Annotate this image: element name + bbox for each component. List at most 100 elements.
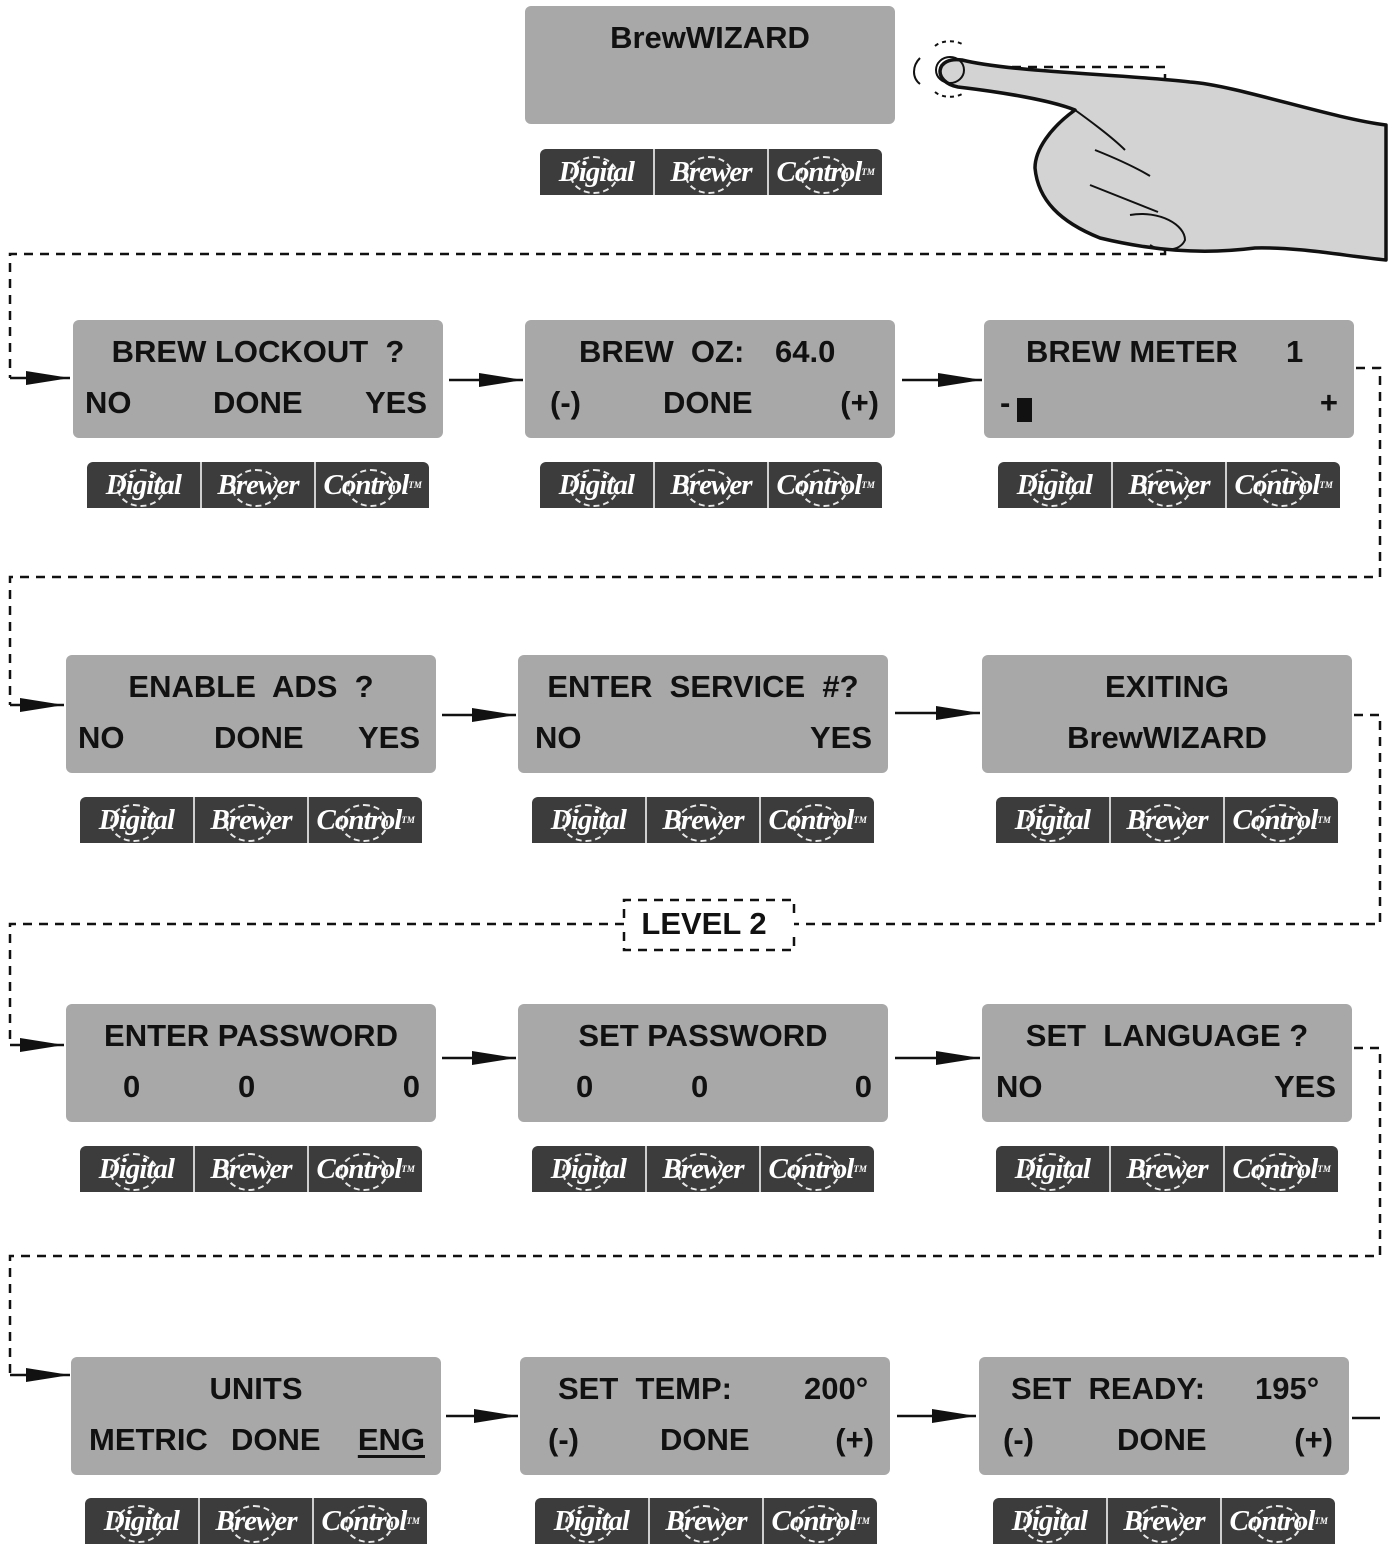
digital-key[interactable]: Digital <box>85 1498 200 1544</box>
screen-line1-text: EXITING <box>1104 669 1229 704</box>
screen-line1: BREW OZ:64.0 <box>525 332 895 372</box>
key-touch-circle-icon <box>115 1505 164 1543</box>
screen-option-center: DONE <box>660 1422 750 1457</box>
screen-option-center: DONE <box>214 720 304 755</box>
key-label: Control <box>1232 1152 1318 1185</box>
screen-line2: (-)DONE(+) <box>520 1420 890 1460</box>
digital-key[interactable]: Digital <box>996 797 1111 843</box>
key-touch-circle-icon <box>791 1153 840 1191</box>
trademark-mark: TM <box>853 1164 867 1174</box>
digital-key[interactable]: Digital <box>532 797 647 843</box>
digital-key[interactable]: Digital <box>80 1146 195 1192</box>
brewer-key[interactable]: Brewer <box>647 797 762 843</box>
screen-option-right: (+) <box>840 385 879 420</box>
key-label: Digital <box>550 803 627 836</box>
key-touch-circle-icon <box>110 804 159 842</box>
screen-option-left: (-) <box>1003 1422 1034 1457</box>
key-label: Brewer <box>217 468 300 501</box>
key-label: Digital <box>1014 803 1091 836</box>
key-touch-circle-icon <box>677 804 725 842</box>
screen-line1: BREW LOCKOUT ? <box>73 332 443 372</box>
brewer-key[interactable]: Brewer <box>200 1498 315 1544</box>
screen-line1-part: BREW OZ: <box>579 334 745 369</box>
digital-key[interactable]: Digital <box>996 1146 1111 1192</box>
screen-line1-part: 1 <box>1286 334 1304 369</box>
screen-line1-part: 200° <box>804 1371 869 1406</box>
key-label: Brewer <box>1126 803 1209 836</box>
digital-key[interactable]: Digital <box>993 1498 1108 1544</box>
screen-option-center: 0 <box>691 1069 709 1104</box>
key-touch-circle-icon <box>562 1153 611 1191</box>
key-label: Control <box>768 1152 854 1185</box>
brewer-key[interactable]: Brewer <box>1111 1146 1226 1192</box>
screen-option-right: (+) <box>1294 1422 1333 1457</box>
brewer-key[interactable]: Brewer <box>650 1498 765 1544</box>
key-label: Control <box>776 468 862 501</box>
key-label: Control <box>1229 1504 1315 1537</box>
digital-key[interactable]: Digital <box>998 462 1113 508</box>
brewer-key[interactable]: Brewer <box>195 1146 310 1192</box>
brewer-key[interactable]: Brewer <box>655 462 770 508</box>
digital-key[interactable]: Digital <box>80 797 195 843</box>
brewer-key[interactable]: Brewer <box>202 462 317 508</box>
key-label: Control <box>771 1504 857 1537</box>
key-label: Control <box>321 1504 407 1537</box>
brewer-key[interactable]: Brewer <box>1111 797 1226 843</box>
key-touch-circle-icon <box>1252 1505 1301 1543</box>
key-touch-circle-icon <box>799 469 848 507</box>
digital-key[interactable]: Digital <box>532 1146 647 1192</box>
key-label: Brewer <box>215 1504 298 1537</box>
brewer-key[interactable]: Brewer <box>1113 462 1228 508</box>
trademark-mark: TM <box>406 1516 420 1526</box>
key-touch-circle-icon <box>1023 1505 1072 1543</box>
digital-key[interactable]: Digital <box>87 462 202 508</box>
screen-option-right: 0 <box>854 1069 872 1104</box>
digital-key[interactable]: Digital <box>540 149 655 195</box>
key-label: Control <box>776 155 862 188</box>
key-touch-circle-icon <box>570 156 619 194</box>
key-label: Brewer <box>210 1152 293 1185</box>
key-label: Digital <box>1011 1504 1088 1537</box>
dashed-connector-hand <box>8 65 1167 378</box>
key-touch-circle-icon <box>1138 1505 1186 1543</box>
brewer-key[interactable]: Brewer <box>1108 1498 1223 1544</box>
digital-key[interactable]: Digital <box>535 1498 650 1544</box>
screen-line1: EXITING <box>982 667 1352 707</box>
brewer-key[interactable]: Brewer <box>647 1146 762 1192</box>
key-label: Control <box>1234 468 1320 501</box>
screen-option-right: + <box>1319 385 1338 420</box>
screen-line1: SET PASSWORD <box>518 1016 888 1056</box>
brewer-key[interactable]: Brewer <box>655 149 770 195</box>
screen-option-center: DONE <box>1117 1422 1207 1457</box>
digital-key[interactable]: Digital <box>540 462 655 508</box>
dashed-connector-row1 <box>8 366 1382 705</box>
key-label: Control <box>316 1152 402 1185</box>
trademark-mark: TM <box>401 815 415 825</box>
key-touch-circle-icon <box>225 1153 273 1191</box>
screen-option-right: YES <box>809 720 872 755</box>
screen-option-left: - <box>1000 385 1011 420</box>
screen-line1-text: SET PASSWORD <box>578 1018 828 1053</box>
brewer-key[interactable]: Brewer <box>195 797 310 843</box>
key-label: Brewer <box>210 803 293 836</box>
